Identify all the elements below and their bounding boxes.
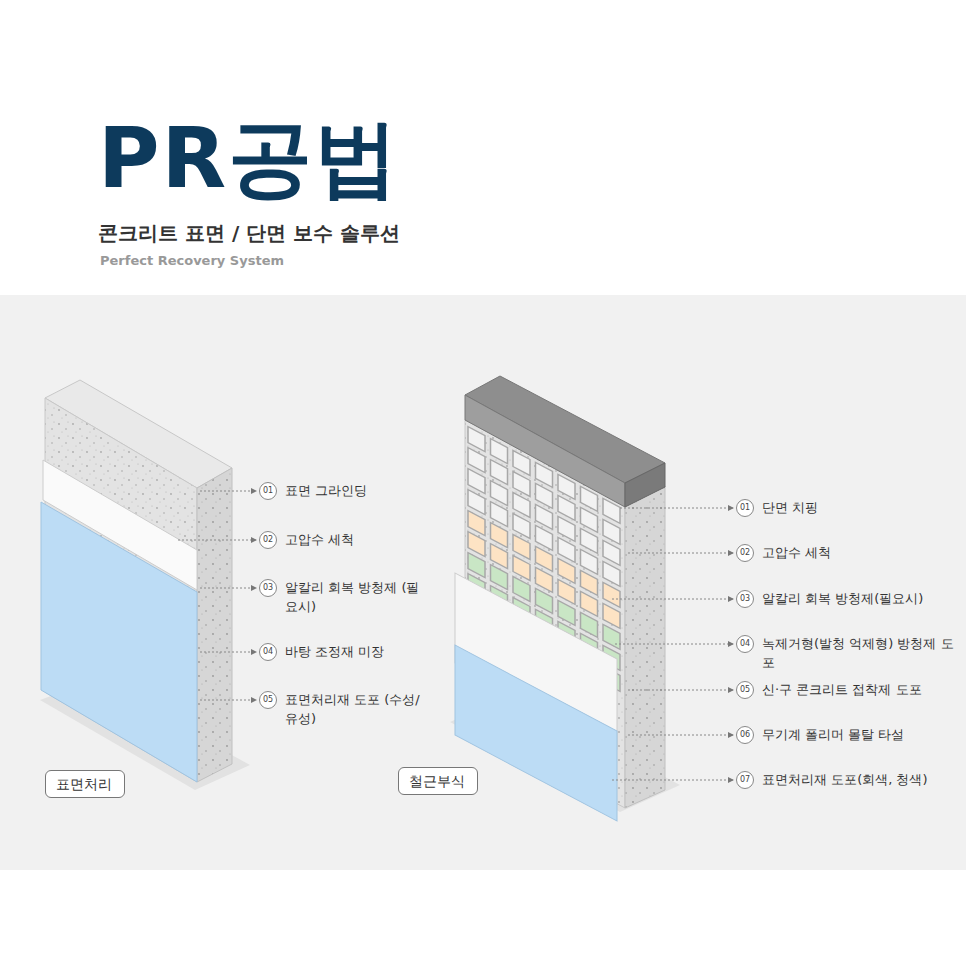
callout-number: 05: [736, 681, 754, 699]
subtitle: 콘크리트 표면 / 단면 보수 솔루션: [98, 220, 400, 247]
callout-number: 06: [736, 726, 754, 744]
callout-text: 알칼리 회복 방청제 (필요시): [285, 578, 425, 616]
callout-text: 무기계 폴리머 몰탈 타설: [762, 725, 962, 744]
callout-number: 03: [259, 579, 277, 597]
callout-text: 녹제거형(발청 억제형) 방청제 도포: [762, 634, 962, 672]
callout-text: 고압수 세척: [762, 543, 962, 562]
callout-text: 표면 그라인딩: [285, 481, 445, 500]
callout-number: 02: [736, 544, 754, 562]
callout-number: 05: [259, 691, 277, 709]
callout-text: 표면처리재 도포(회색, 청색): [762, 770, 962, 789]
title: PR공법: [98, 110, 400, 206]
callout-number: 07: [736, 771, 754, 789]
caption-text: 표면처리: [56, 775, 114, 793]
english-subtitle: Perfect Recovery System: [100, 253, 284, 268]
callout-number: 04: [736, 635, 754, 653]
callout-text: 신·구 콘크리트 접착제 도포: [762, 680, 962, 699]
callout-number: 03: [736, 590, 754, 608]
caption-box: 철근부식: [398, 767, 478, 795]
callout-text: 단면 치핑: [762, 498, 962, 517]
callout-text: 알칼리 회복 방청제(필요시): [762, 589, 962, 608]
callout-number: 02: [259, 531, 277, 549]
callout-number: 04: [259, 643, 277, 661]
caption-box: 표면처리: [45, 770, 125, 798]
callout-number: 01: [259, 482, 277, 500]
callout-text: 고압수 세척: [285, 530, 445, 549]
callout-text: 표면처리재 도포 (수성/유성): [285, 690, 425, 728]
callout-number: 01: [736, 499, 754, 517]
caption-text: 철근부식: [409, 772, 467, 790]
callout-text: 바탕 조정재 미장: [285, 642, 445, 661]
